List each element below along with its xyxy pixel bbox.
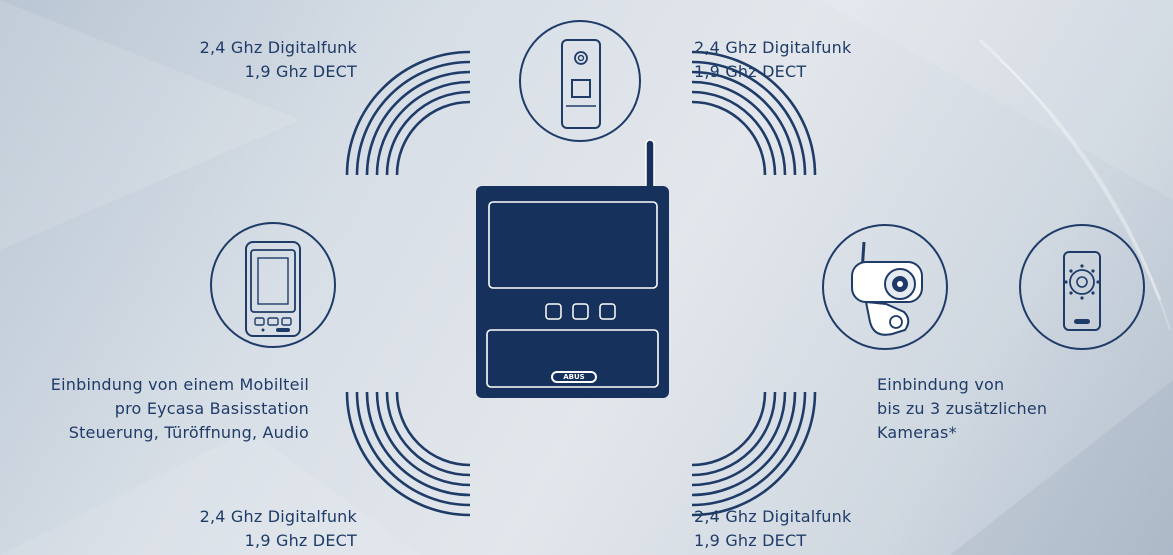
label-mobile-line3: Steuerung, Türöffnung, Audio	[68, 423, 309, 442]
door-station-circle	[519, 20, 641, 142]
brand-logo: ABUS	[563, 373, 585, 381]
label-bottom-left-line2: 1,9 Ghz DECT	[244, 531, 357, 550]
label-bottom-left-line1: 2,4 Ghz Digitalfunk	[199, 507, 357, 526]
label-top-left-line2: 1,9 Ghz DECT	[244, 62, 357, 81]
label-top-right-line1: 2,4 Ghz Digitalfunk	[694, 38, 852, 57]
wave-top-right	[691, 50, 817, 176]
handset-circle	[210, 222, 336, 348]
label-top-left-line1: 2,4 Ghz Digitalfunk	[199, 38, 357, 57]
label-cameras-line3: Kameras*	[877, 423, 957, 442]
label-bottom-right-line2: 1,9 Ghz DECT	[694, 531, 807, 550]
wave-bottom-left	[345, 391, 471, 517]
label-bottom-right: 2,4 Ghz Digitalfunk 1,9 Ghz DECT	[694, 505, 851, 553]
wave-bottom-right	[691, 391, 817, 517]
indoor-camera-circle	[1019, 224, 1145, 350]
label-bottom-right-line1: 2,4 Ghz Digitalfunk	[694, 507, 852, 526]
label-top-left: 2,4 Ghz Digitalfunk 1,9 Ghz DECT	[200, 36, 357, 84]
label-mobile-line2: pro Eycasa Basisstation	[114, 399, 309, 418]
wave-top-left	[345, 50, 471, 176]
outdoor-camera-circle	[822, 224, 948, 350]
label-bottom-left: 2,4 Ghz Digitalfunk 1,9 Ghz DECT	[200, 505, 357, 553]
label-cameras-line2: bis zu 3 zusätzlichen	[877, 399, 1048, 418]
label-cameras-line1: Einbindung von	[877, 375, 1005, 394]
label-mobile: Einbindung von einem Mobilteil pro Eycas…	[51, 373, 309, 445]
label-top-right: 2,4 Ghz Digitalfunk 1,9 Ghz DECT	[694, 36, 851, 84]
label-mobile-line1: Einbindung von einem Mobilteil	[50, 375, 309, 394]
label-top-right-line2: 1,9 Ghz DECT	[694, 62, 807, 81]
label-cameras: Einbindung von bis zu 3 zusätzlichen Kam…	[877, 373, 1047, 445]
